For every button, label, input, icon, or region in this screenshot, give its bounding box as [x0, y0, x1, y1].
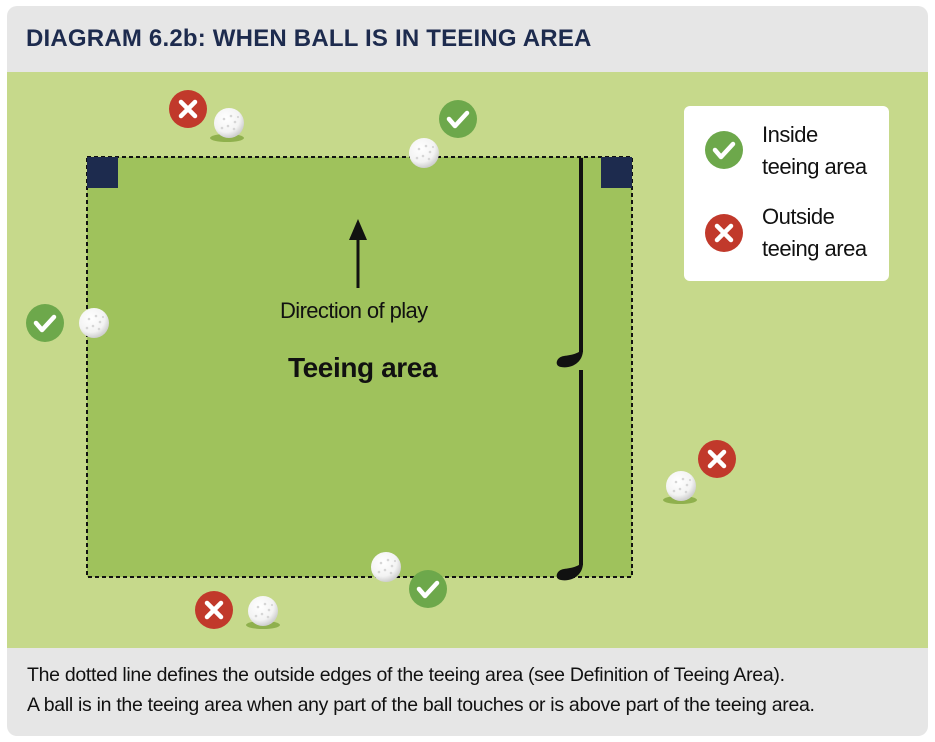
tee-marker-icon [601, 157, 632, 188]
tee-marker-icon [87, 157, 118, 188]
golf-ball-icon [409, 138, 439, 168]
check-icon [439, 100, 477, 138]
legend-inside-label-line2: teeing area [762, 154, 867, 179]
golf-ball-icon [246, 596, 280, 629]
cross-icon [705, 214, 743, 252]
direction-label: Direction of play [280, 298, 428, 323]
diagram-title: DIAGRAM 6.2b: WHEN BALL IS IN TEEING ARE… [26, 25, 592, 52]
check-icon [409, 570, 447, 608]
teeing-area-label: Teeing area [288, 352, 438, 383]
golf-ball-icon [663, 471, 697, 504]
cross-icon [698, 440, 736, 478]
golf-ball-icon [210, 108, 244, 142]
check-icon [705, 131, 743, 169]
golf-ball-icon [371, 552, 401, 582]
caption-line-2: A ball is in the teeing area when any pa… [27, 694, 815, 716]
legend: Inside teeing area Outside teeing area [684, 106, 889, 281]
golf-club-icon [556, 158, 583, 368]
golf-ball-icon [79, 308, 109, 338]
check-icon [26, 304, 64, 342]
arrow-up-icon [349, 219, 367, 288]
legend-outside-label-line1: Outside [762, 204, 835, 229]
caption-line-1: The dotted line defines the outside edge… [27, 664, 785, 686]
legend-inside-label-line1: Inside [762, 122, 818, 147]
legend-outside-label-line2: teeing area [762, 236, 867, 261]
cross-icon [169, 90, 207, 128]
golf-club-icon [556, 370, 583, 581]
cross-icon [195, 591, 233, 629]
